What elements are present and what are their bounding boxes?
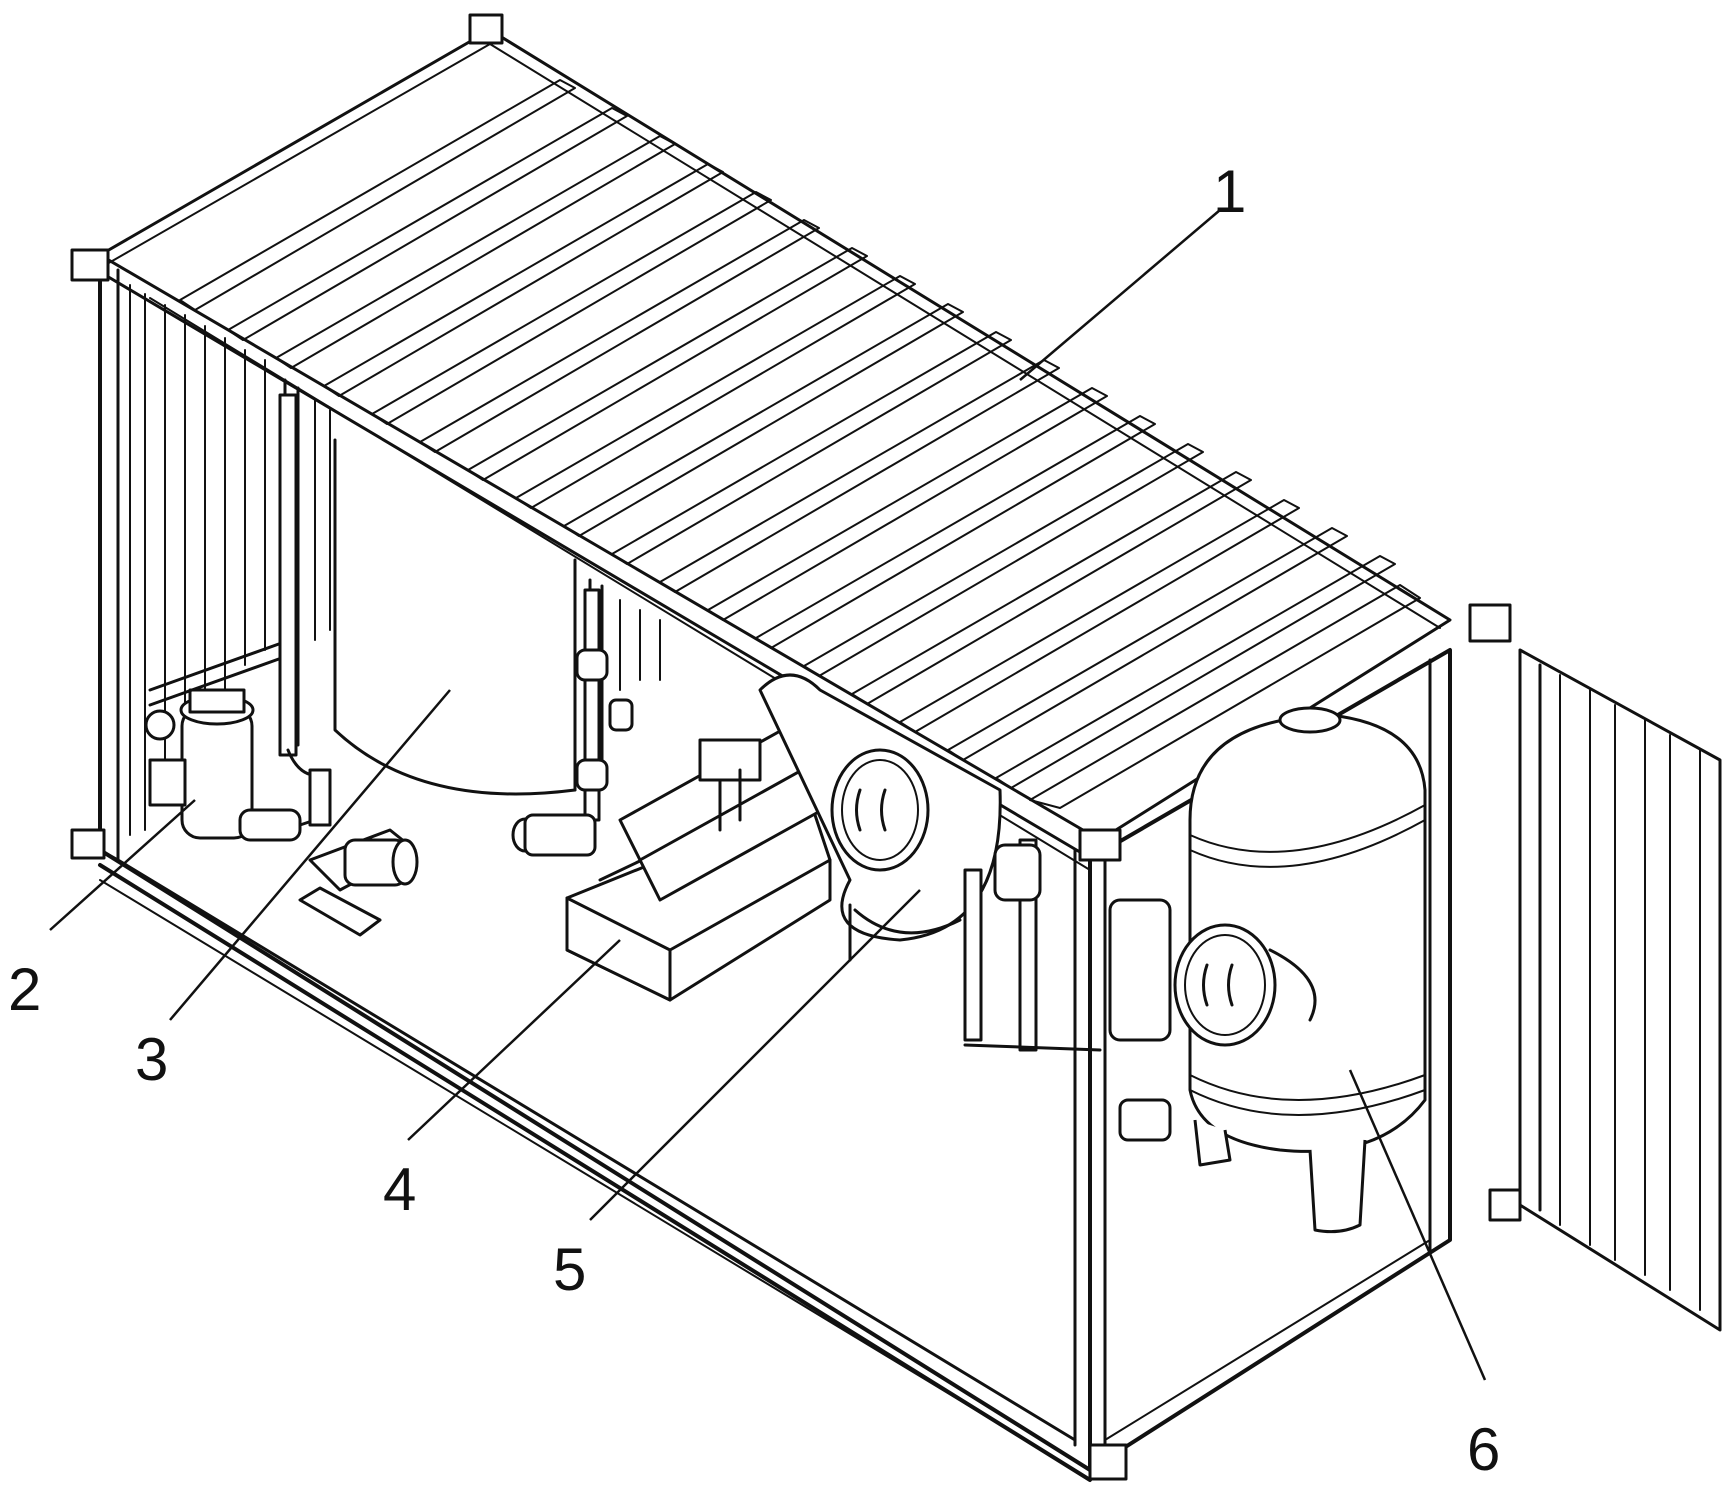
open-door [1518,648,1722,1332]
vertical-tank [1173,706,1427,1234]
callout-number-6: 6 [1467,1416,1500,1483]
storage-tank [333,438,577,796]
callout-number-2: 2 [8,956,41,1023]
callout-number-3: 3 [135,1026,168,1093]
left-wall-corrugation [129,284,661,836]
roof-corrugation [179,79,1421,809]
callout-number-5: 5 [553,1236,586,1303]
pressure-vessel [758,673,1002,962]
pipework-right [963,838,1172,1142]
filter-unit [144,638,292,840]
callout-number-1: 1 [1213,158,1246,225]
dosing-box [565,718,842,1002]
pump-motor [298,768,419,937]
pipework-left [238,393,332,842]
container-frame [70,13,1522,1482]
callout-number-4: 4 [383,1156,416,1223]
callout-numbers: 1 2 3 4 5 6 [8,158,1500,1483]
pipework-middle [511,588,634,857]
leader-lines [49,209,1487,1381]
